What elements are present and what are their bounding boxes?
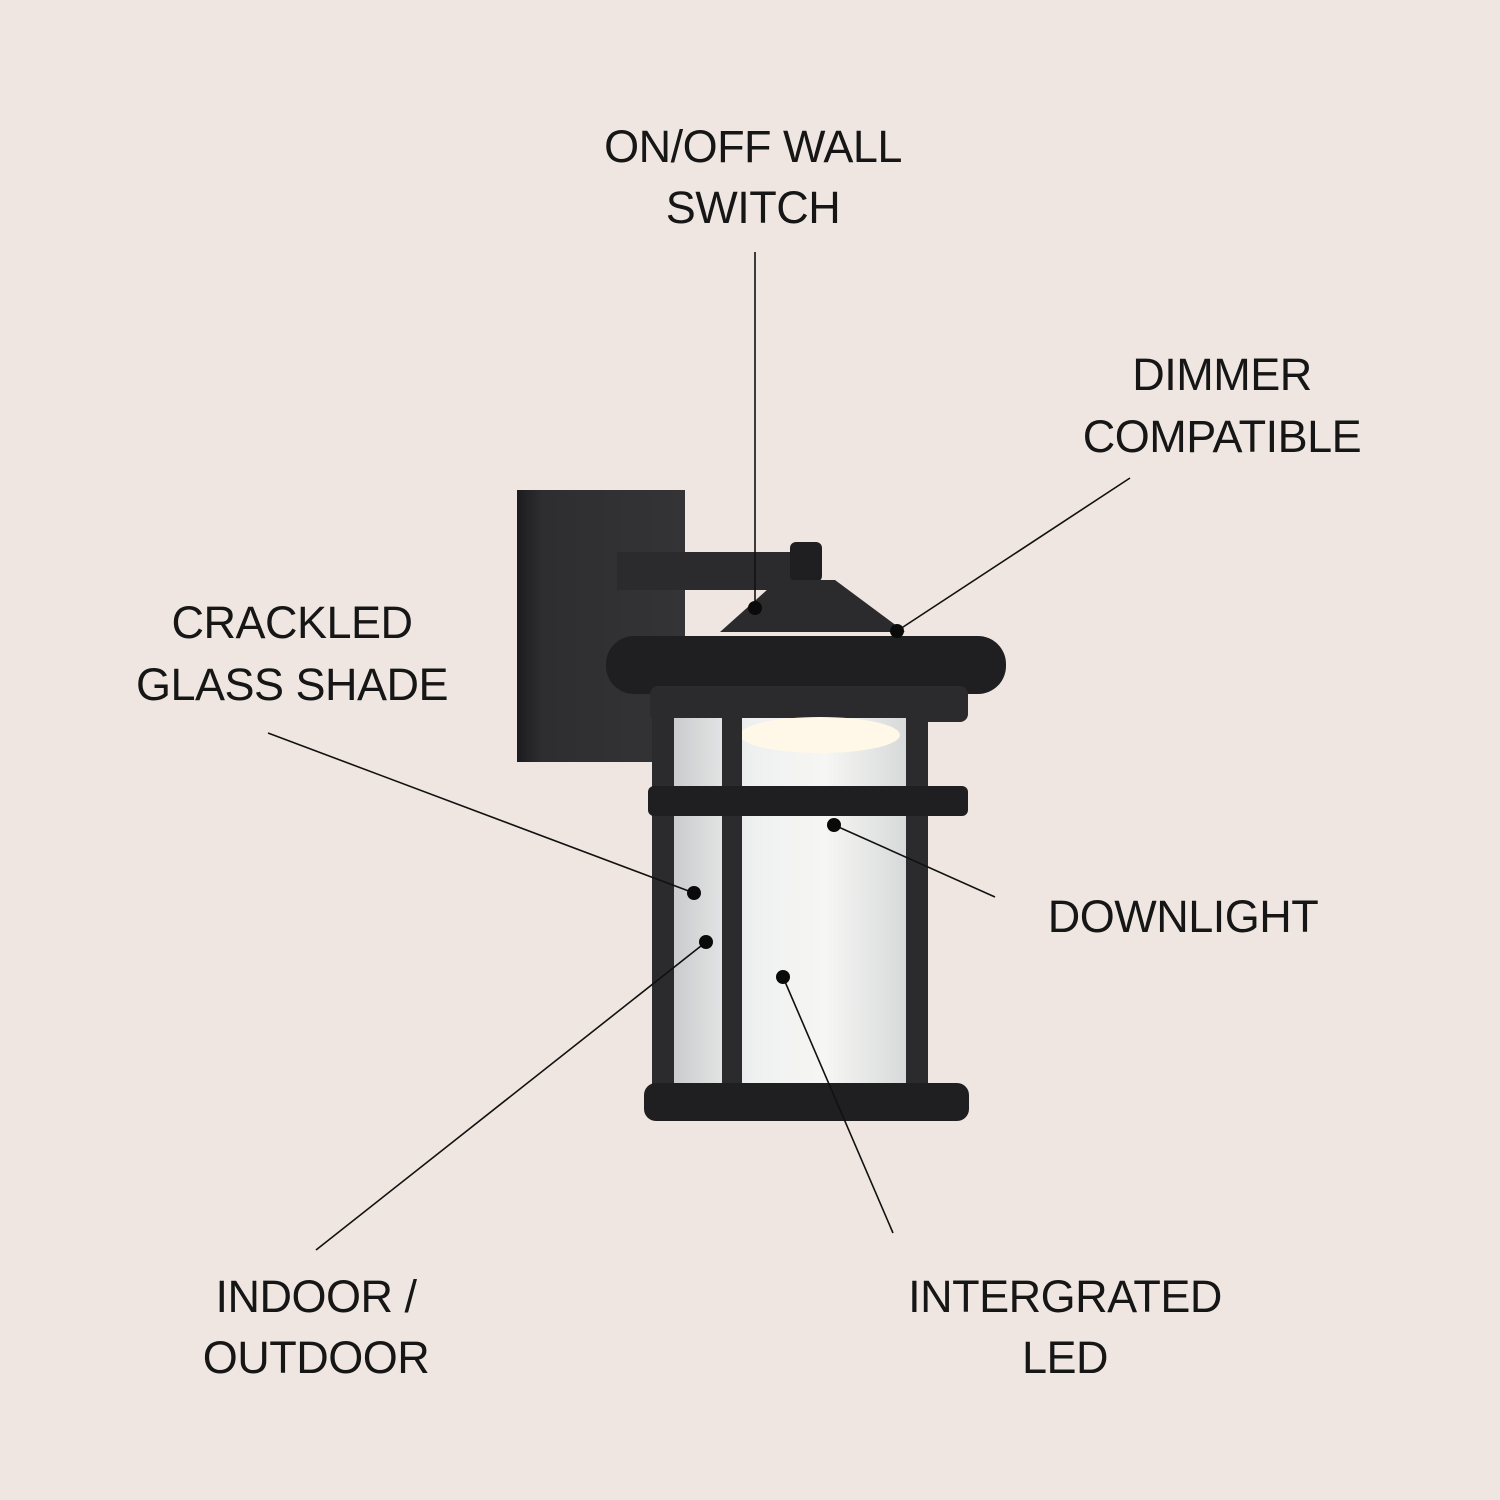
callout-labels: ON/OFF WALL SWITCH DIMMER COMPATIBLE CRA…	[136, 121, 1362, 1383]
label-dimmer-line2: COMPATIBLE	[1083, 411, 1361, 462]
leader-downlight	[833, 824, 996, 898]
dot-switch	[748, 601, 762, 615]
leader-led	[782, 976, 894, 1234]
bar-center	[722, 718, 742, 1088]
label-switch-line1: ON/OFF WALL	[604, 121, 902, 172]
finial	[790, 542, 822, 582]
collar	[650, 686, 968, 722]
label-indoor-line2: OUTDOOR	[203, 1332, 430, 1383]
leader-dimmer	[896, 477, 1131, 632]
dot-glass	[687, 886, 701, 900]
label-switch-line2: SWITCH	[666, 182, 840, 233]
brim	[606, 636, 1006, 694]
bottom-ring	[644, 1083, 969, 1121]
dot-dimmer	[890, 624, 904, 638]
label-glass-line1: CRACKLED	[171, 597, 412, 648]
dot-downlight	[827, 818, 841, 832]
leader-indoor	[315, 941, 707, 1251]
bar-right	[906, 718, 928, 1088]
bar-left	[652, 718, 674, 1088]
label-led-line1: INTERGRATED	[908, 1271, 1222, 1322]
glass-shade	[672, 718, 928, 1086]
roof-cone	[720, 580, 905, 632]
lantern-fixture	[517, 490, 1006, 1121]
leader-lines	[267, 252, 1131, 1251]
label-dimmer-line1: DIMMER	[1132, 349, 1311, 400]
leader-glass	[267, 732, 695, 894]
middle-ring	[648, 786, 968, 816]
label-led-line2: LED	[1022, 1332, 1108, 1383]
led-glow	[740, 717, 900, 753]
dot-indoor	[699, 935, 713, 949]
label-downlight: DOWNLIGHT	[1048, 891, 1319, 942]
label-indoor-line1: INDOOR /	[215, 1271, 417, 1322]
label-glass-line2: GLASS SHADE	[136, 659, 448, 710]
dot-led	[776, 970, 790, 984]
